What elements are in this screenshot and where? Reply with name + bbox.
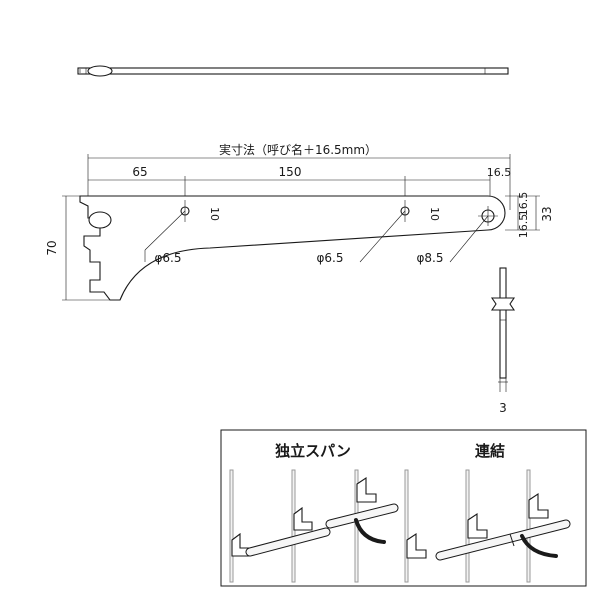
hanger-bar [246, 528, 330, 556]
hole-callouts: φ6.5 φ6.5 φ8.5 [144, 210, 489, 265]
bracket [467, 512, 488, 539]
left-dimension-label: 65 [132, 165, 147, 179]
thumbscrew [520, 534, 558, 558]
independent-span-label: 独立スパン [275, 442, 351, 460]
right-dimension-label: 16.5 [487, 166, 512, 179]
thumbscrew [354, 518, 386, 544]
hanger-bar [326, 504, 398, 528]
hole-offset-1: 10 [208, 207, 221, 221]
total-dimension: 実寸法（呼び名＋16.5mm） [87, 142, 511, 210]
edge-view-bar [499, 267, 507, 379]
post [229, 469, 234, 583]
hole-1-label: φ6.5 [155, 251, 182, 265]
end-top-label: 16.5 [517, 192, 530, 217]
thickness-label: 3 [499, 401, 507, 415]
mount-slot [88, 211, 112, 229]
bracket [528, 492, 549, 519]
end-dimensions: 16.5 16.5 33 [505, 192, 554, 239]
bracket [406, 532, 427, 559]
hole-offset-2: 10 [428, 207, 441, 221]
edge-view-hook [490, 297, 516, 311]
middle-dimension-label: 150 [279, 165, 302, 179]
usage-panel: 独立スパン 連結 [220, 429, 587, 587]
hole-2-label: φ6.5 [317, 251, 344, 265]
post [404, 469, 409, 583]
end-total-label: 33 [540, 206, 554, 221]
post [526, 469, 531, 583]
edge-view: 3 [490, 267, 516, 415]
height-dimension: 70 [45, 195, 110, 301]
usage-panel-frame [220, 429, 587, 587]
height-dimension-label: 70 [45, 240, 59, 255]
end-bottom-label: 16.5 [517, 214, 530, 239]
top-view-hook [87, 65, 113, 77]
top-view-bar [77, 67, 509, 75]
bracket [356, 476, 377, 503]
hanger-bar [436, 520, 570, 560]
total-dimension-label: 実寸法（呼び名＋16.5mm） [219, 142, 377, 157]
hole-3-label: φ8.5 [417, 251, 444, 265]
bracket [293, 506, 313, 531]
connected-label: 連結 [475, 442, 505, 460]
spacing-dimensions: 65 150 16.5 [88, 165, 511, 200]
bracket-body [79, 195, 506, 301]
top-view [77, 65, 509, 77]
